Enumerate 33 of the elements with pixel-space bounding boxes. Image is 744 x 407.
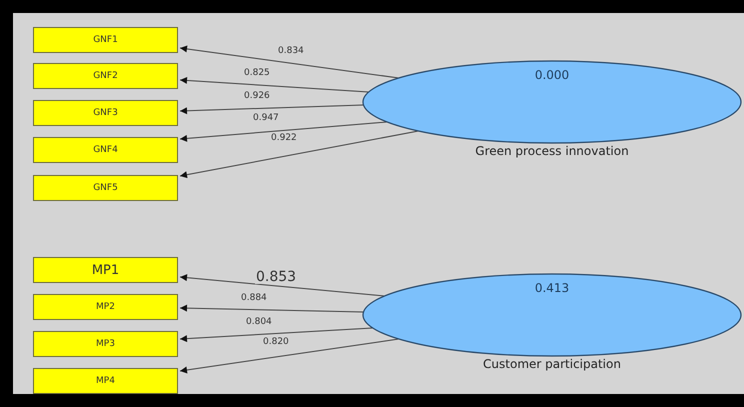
latent-variable: [362, 60, 742, 160]
loading-arrow: [180, 338, 400, 374]
r-squared-value: 0.413: [534, 281, 570, 295]
indicator-box: MP4: [33, 368, 178, 394]
indicator-box: GNF4: [33, 137, 178, 163]
indicator-box: MP3: [33, 331, 178, 357]
loading-arrow: [180, 130, 419, 178]
loading-value: 0.926: [243, 92, 271, 101]
loading-value: 0.825: [243, 69, 271, 78]
loading-value: 0.853: [255, 270, 298, 284]
loading-arrow: [180, 328, 374, 342]
indicator-box: MP1: [33, 257, 178, 283]
loading-arrow: [180, 76, 370, 92]
loading-value: 0.947: [252, 114, 280, 123]
indicator-box: GNF5: [33, 175, 178, 201]
indicator-box: MP2: [33, 294, 178, 320]
loading-value: 0.884: [240, 294, 268, 303]
loading-arrow: [180, 122, 388, 142]
loading-arrow: [180, 104, 364, 114]
indicator-box: GNF3: [33, 100, 178, 126]
loading-arrow: [180, 45, 400, 78]
latent-variable: [362, 273, 742, 373]
loading-value: 0.820: [262, 338, 290, 347]
loading-value: 0.834: [277, 47, 305, 56]
loading-value: 0.922: [270, 134, 298, 143]
construct-name: Green process innovation: [474, 144, 630, 158]
loading-value: 0.804: [245, 318, 273, 327]
loading-arrow: [180, 274, 386, 296]
indicator-box: GNF1: [33, 27, 178, 53]
loading-arrow: [180, 304, 364, 312]
indicator-box: GNF2: [33, 63, 178, 89]
construct-name: Customer participation: [482, 357, 622, 371]
r-squared-value: 0.000: [534, 68, 570, 82]
